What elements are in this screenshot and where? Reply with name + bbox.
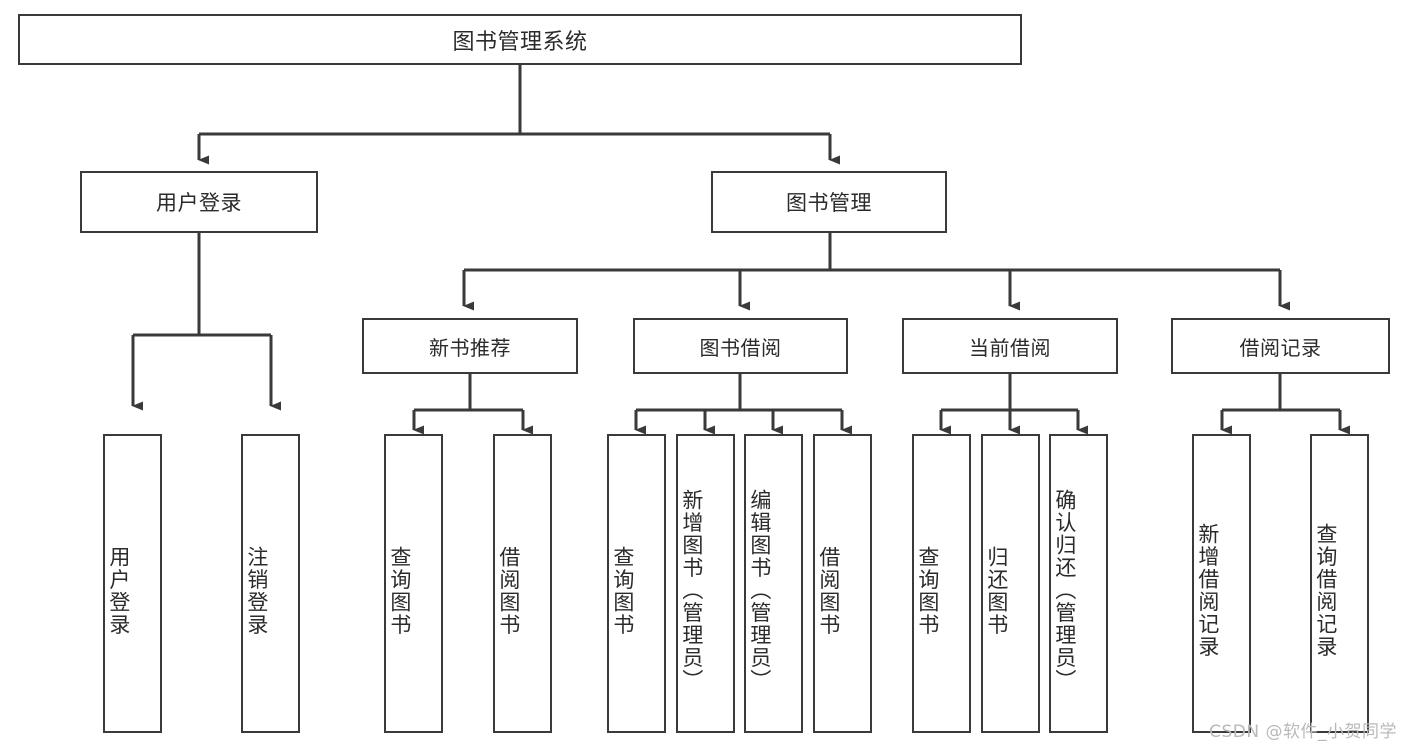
node-label: 归还图书 (984, 545, 1009, 636)
leaf-new-book-query-book[interactable]: 查询图书 (384, 434, 443, 733)
leaf-record-query-record[interactable]: 查询借阅记录 (1310, 434, 1369, 733)
node-label: 编辑图书（管理员） (747, 489, 772, 692)
node-root-book-management-system[interactable]: 图书管理系统 (18, 14, 1022, 65)
node-label: 借阅记录 (1239, 335, 1322, 360)
node-label: 查询借阅记录 (1313, 523, 1338, 658)
node-label: 新增图书（管理员） (679, 489, 704, 692)
node-label: 查询图书 (387, 545, 412, 636)
leaf-current-query-book[interactable]: 查询图书 (912, 434, 971, 733)
leaf-current-return-book[interactable]: 归还图书 (981, 434, 1040, 733)
node-label: 确认归还（管理员） (1052, 489, 1077, 692)
node-label: 借阅图书 (816, 545, 841, 636)
leaf-borrow-query-book[interactable]: 查询图书 (607, 434, 666, 733)
node-label: 查询图书 (915, 545, 940, 636)
node-label: 图书管理 (786, 191, 872, 215)
leaf-user-login-logout[interactable]: 注销登录 (241, 434, 300, 733)
node-user-login[interactable]: 用户登录 (80, 171, 318, 233)
node-label: 图书管理系统 (452, 29, 588, 55)
leaf-record-add-record[interactable]: 新增借阅记录 (1192, 434, 1251, 733)
node-label: 当前借阅 (969, 335, 1051, 360)
leaf-current-confirm-return-admin[interactable]: 确认归还（管理员） (1049, 434, 1108, 733)
node-label: 用户登录 (106, 545, 131, 636)
node-label: 新书推荐 (429, 335, 511, 360)
node-new-book-recommend[interactable]: 新书推荐 (362, 318, 578, 374)
node-label: 借阅图书 (496, 545, 521, 636)
node-current-borrow[interactable]: 当前借阅 (902, 318, 1118, 374)
leaf-new-book-borrow-book[interactable]: 借阅图书 (493, 434, 552, 733)
leaf-user-login-login[interactable]: 用户登录 (103, 434, 162, 733)
node-label: 图书借阅 (699, 335, 782, 360)
node-label: 查询图书 (610, 545, 635, 636)
node-label: 注销登录 (244, 545, 269, 636)
node-borrow-record[interactable]: 借阅记录 (1171, 318, 1390, 374)
leaf-borrow-borrow-book[interactable]: 借阅图书 (813, 434, 872, 733)
leaf-borrow-edit-book-admin[interactable]: 编辑图书（管理员） (744, 434, 803, 733)
node-book-management[interactable]: 图书管理 (711, 171, 947, 233)
node-book-borrow[interactable]: 图书借阅 (633, 318, 848, 374)
node-label: 新增借阅记录 (1195, 523, 1220, 658)
leaf-borrow-add-book-admin[interactable]: 新增图书（管理员） (676, 434, 735, 733)
node-label: 用户登录 (156, 191, 242, 215)
